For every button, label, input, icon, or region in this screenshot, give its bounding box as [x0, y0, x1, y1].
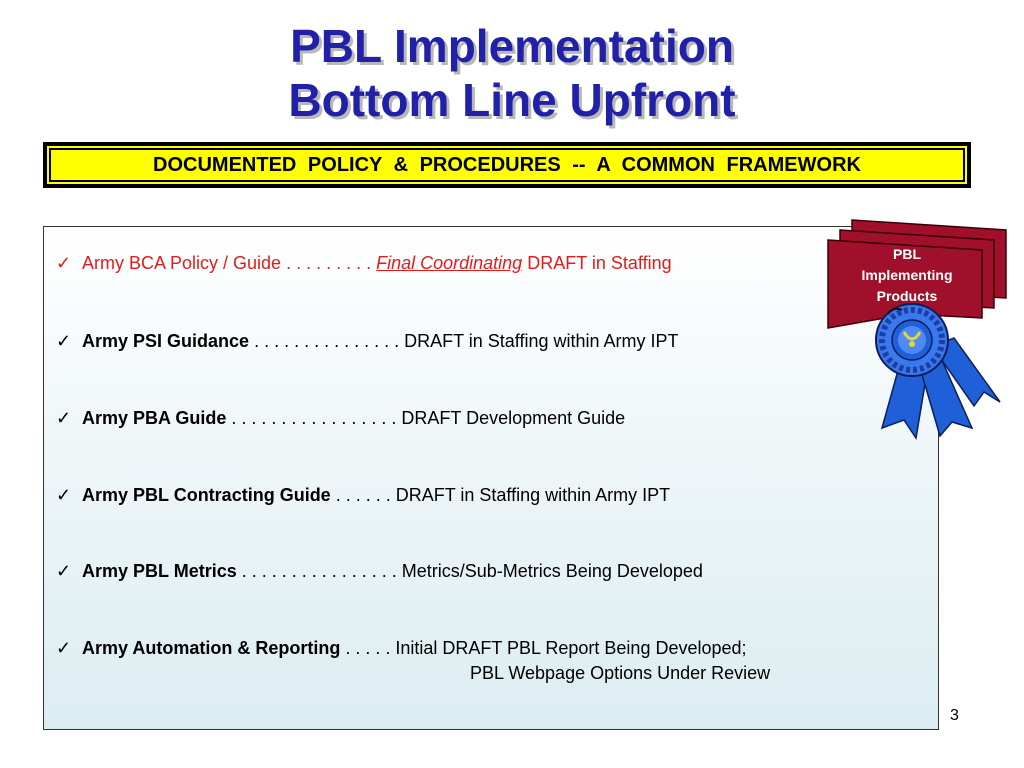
item-bca-policy: ✓ Army BCA Policy / Guide . . . . . . . .…	[56, 251, 672, 275]
item-name: Army PSI Guidance	[82, 331, 250, 351]
item-psi-guidance: ✓ Army PSI Guidance . . . . . . . . . . .…	[56, 329, 679, 353]
checkmark-icon: ✓	[56, 331, 72, 351]
item-name: Army PBL Contracting Guide	[82, 485, 331, 505]
checkmark-icon: ✓	[56, 408, 72, 428]
item-dots: . . . . . . . . . . . . . . . .	[236, 561, 402, 581]
item-dots: . . . . . .	[330, 485, 396, 505]
item-emphasis: Final Coordinating	[376, 253, 523, 273]
item-contracting-guide: ✓Army PBL Contracting Guide . . . . . . …	[56, 483, 670, 507]
item-automation-status-line-2: PBL Webpage Options Under Review	[470, 663, 771, 683]
item-status: DRAFT Development Guide	[401, 408, 626, 428]
item-status: Metrics/Sub-Metrics Being Developed	[401, 561, 703, 581]
item-name: Army PBL Metrics	[82, 561, 237, 581]
item-dots: . . . . . . . . . . . . . . . . .	[226, 408, 402, 428]
item-status: Initial DRAFT PBL Report Being Developed…	[395, 638, 747, 658]
item-pba-guide: ✓ Army PBA Guide . . . . . . . . . . . . …	[56, 406, 625, 430]
checkmark-icon: ✓	[56, 638, 72, 658]
item-dots: . . . . . . . . .	[281, 253, 377, 273]
checkmark-icon: ✓	[56, 485, 72, 505]
item-pbl-metrics: ✓ Army PBL Metrics . . . . . . . . . . . …	[56, 559, 703, 583]
item-status: DRAFT in Staffing within Army IPT	[395, 485, 671, 505]
item-dots: . . . . . . . . . . . . . . .	[249, 331, 405, 351]
badge-line-2: Implementing	[861, 267, 953, 283]
item-status: DRAFT in Staffing within Army IPT	[404, 331, 679, 351]
item-name: Army Automation & Reporting	[82, 638, 341, 658]
framework-banner: DOCUMENTED POLICY & PROCEDURES -- A COMM…	[43, 142, 971, 188]
item-dots: . . . . .	[340, 638, 396, 658]
checkmark-icon: ✓	[56, 561, 72, 581]
award-ribbon-icon	[827, 219, 1007, 440]
item-status: DRAFT in Staffing	[522, 253, 672, 273]
checkmark-icon: ✓	[56, 253, 72, 273]
item-name: Army BCA Policy / Guide	[82, 253, 282, 273]
pbl-products-badge: PBL Implementing Products	[822, 216, 1012, 446]
item-automation-reporting: ✓ Army Automation & Reporting . . . . . I…	[56, 636, 747, 660]
title-line-2: Bottom Line Upfront	[288, 74, 736, 126]
badge-line-1: PBL	[893, 246, 921, 262]
title-line-1: PBL Implementation	[290, 20, 734, 72]
products-panel: ✓ Army BCA Policy / Guide . . . . . . . .…	[43, 226, 939, 730]
banner-text: DOCUMENTED POLICY & PROCEDURES -- A COMM…	[153, 153, 861, 176]
page-number: 3	[950, 707, 959, 724]
item-name: Army PBA Guide	[82, 408, 227, 428]
badge-line-3: Products	[876, 288, 938, 304]
